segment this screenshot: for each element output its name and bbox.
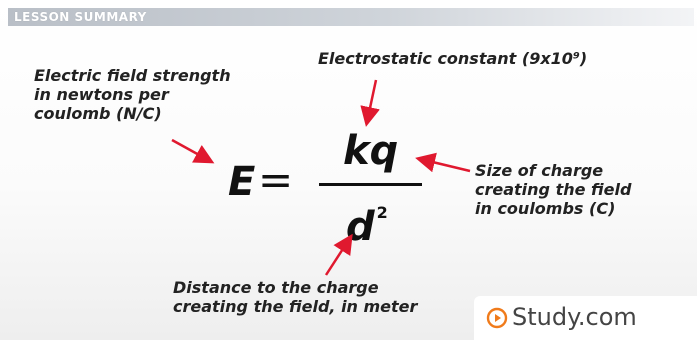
constant-arrow <box>360 79 380 127</box>
field-strength-line-1: Electric field strength <box>34 66 231 85</box>
field-strength-annotation: Electric field strength in newtons per c… <box>34 66 231 123</box>
watermark-text: Study.com <box>512 303 637 331</box>
charge-annotation: Size of charge creating the field in cou… <box>475 161 631 218</box>
constant-annotation: Electrostatic constant (9x10⁹) <box>318 49 587 68</box>
play-circle-icon <box>486 307 508 329</box>
charge-line-1: Size of charge <box>475 161 604 180</box>
charge-arrow <box>415 152 471 173</box>
fraction-bar <box>319 183 422 186</box>
field-strength-line-2: in newtons per <box>34 85 169 104</box>
formula-numerator: kq <box>343 128 399 174</box>
charge-line-3: in coulombs (C) <box>475 199 616 218</box>
distance-arrow <box>324 233 353 276</box>
constant-line: Electrostatic constant (9x10⁹) <box>318 49 588 68</box>
header-bar: LESSON SUMMARY <box>8 8 694 26</box>
formula-exponent: 2 <box>376 203 388 222</box>
distance-line-1: Distance to the charge <box>173 278 379 297</box>
formula-equals: = <box>258 155 294 204</box>
field-strength-line-3: coulomb (N/C) <box>34 104 162 123</box>
formula-lhs: E <box>228 159 256 205</box>
distance-line-2: creating the field, in meter <box>173 297 418 316</box>
distance-annotation: Distance to the charge creating the fiel… <box>173 278 417 316</box>
charge-line-2: creating the field <box>475 180 632 199</box>
field-strength-arrow <box>171 138 215 164</box>
study-com-watermark: Study.com <box>474 296 697 340</box>
header-label: LESSON SUMMARY <box>14 10 147 24</box>
